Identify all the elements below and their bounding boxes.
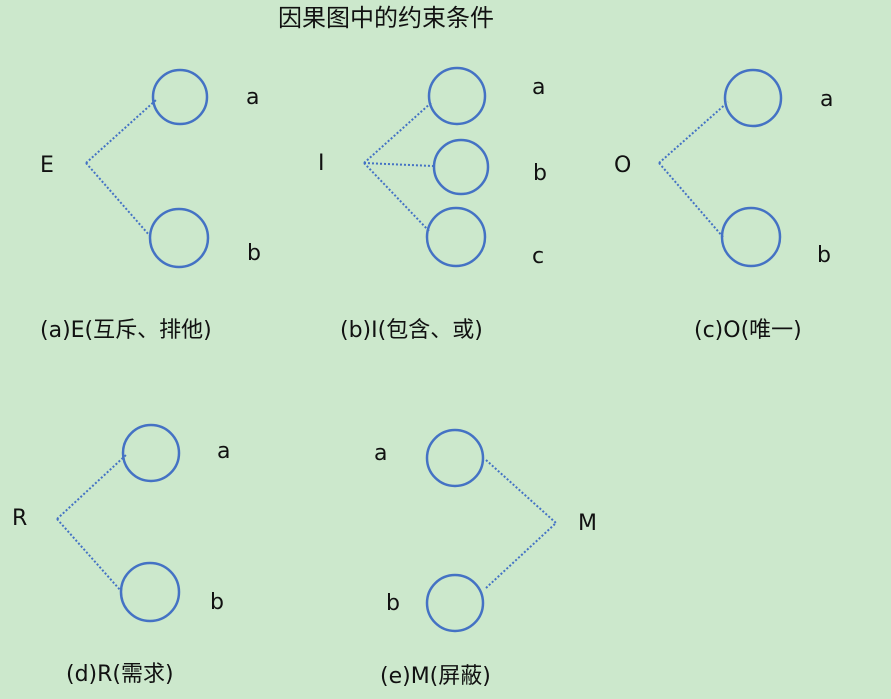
node-label-i-c: c (532, 244, 545, 269)
node-circle-o-b (720, 206, 782, 268)
diagram-o (658, 68, 783, 268)
node-circle-e-a (151, 68, 209, 126)
node-label-r-a: a (217, 439, 231, 464)
caption-m: (e)M(屏蔽) (380, 664, 491, 689)
source-label-m: M (578, 511, 597, 536)
node-circle-i-c (425, 206, 487, 268)
caption-r: (d)R(需求) (66, 662, 174, 687)
connector-r-a (56, 454, 127, 520)
node-label-o-b: b (817, 243, 831, 268)
node-label-i-b: b (533, 161, 547, 186)
node-circle-m-b (425, 573, 485, 633)
connector-i-a (363, 101, 433, 164)
diagram-title: 因果图中的约束条件 (278, 4, 494, 32)
node-label-e-b: b (247, 241, 261, 266)
caption-o: (c)O(唯一) (694, 318, 802, 343)
node-circle-r-b (119, 561, 181, 623)
caption-e: (a)E(互斥、排他) (40, 318, 212, 343)
connector-i-b (363, 162, 434, 167)
node-circle-i-b (432, 138, 490, 196)
node-circle-r-a (121, 423, 181, 483)
diagram-m (425, 428, 557, 633)
node-circle-e-b (148, 207, 210, 269)
diagram-i (363, 66, 490, 268)
diagram-r (56, 423, 181, 623)
source-label-e: E (40, 153, 54, 178)
node-circle-m-a (425, 428, 485, 488)
connector-e-b (85, 162, 151, 237)
connector-r-b (56, 518, 122, 592)
connector-o-b (658, 162, 724, 238)
connector-m-a (485, 459, 557, 524)
connector-o-a (658, 101, 729, 164)
node-label-m-a: a (374, 441, 388, 466)
node-label-i-a: a (532, 75, 546, 100)
source-label-i: I (318, 151, 325, 176)
node-label-m-b: b (386, 591, 400, 616)
connector-m-b (485, 522, 557, 589)
node-label-o-a: a (820, 87, 834, 112)
caption-i: (b)I(包含、或) (340, 318, 483, 343)
node-circle-o-a (723, 68, 783, 128)
node-label-r-b: b (210, 590, 224, 615)
source-label-o: O (614, 153, 632, 178)
diagram-e (85, 68, 210, 269)
connector-i-c (363, 162, 431, 233)
node-circle-i-a (427, 66, 487, 126)
connector-e-a (85, 99, 157, 164)
node-label-e-a: a (246, 85, 260, 110)
source-label-r: R (12, 506, 28, 531)
